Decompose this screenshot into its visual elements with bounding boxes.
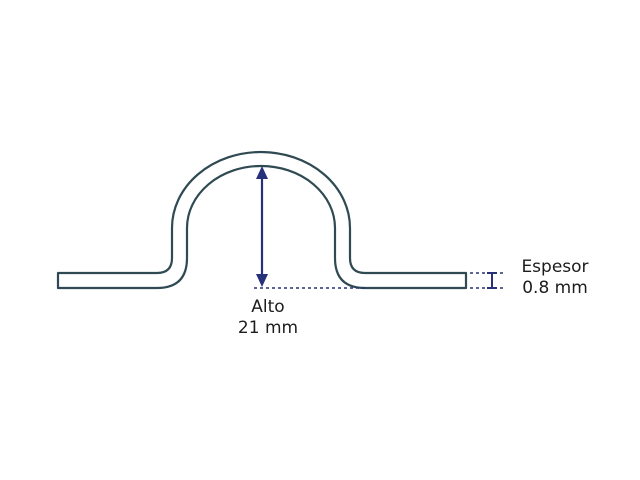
height-arrow-head-top bbox=[256, 166, 268, 179]
clamp-profile-outline bbox=[56, 150, 468, 290]
height-dimension bbox=[254, 166, 365, 289]
thickness-label-block: Espesor 0.8 mm bbox=[505, 257, 605, 299]
height-label-block: Alto 21 mm bbox=[226, 297, 310, 339]
height-label: Alto bbox=[251, 297, 285, 317]
thickness-value: 0.8 mm bbox=[522, 278, 588, 298]
height-arrow-head-bottom bbox=[256, 274, 268, 287]
thickness-label: Espesor bbox=[521, 257, 589, 277]
height-value: 21 mm bbox=[237, 318, 299, 338]
thickness-dimension bbox=[470, 272, 503, 289]
